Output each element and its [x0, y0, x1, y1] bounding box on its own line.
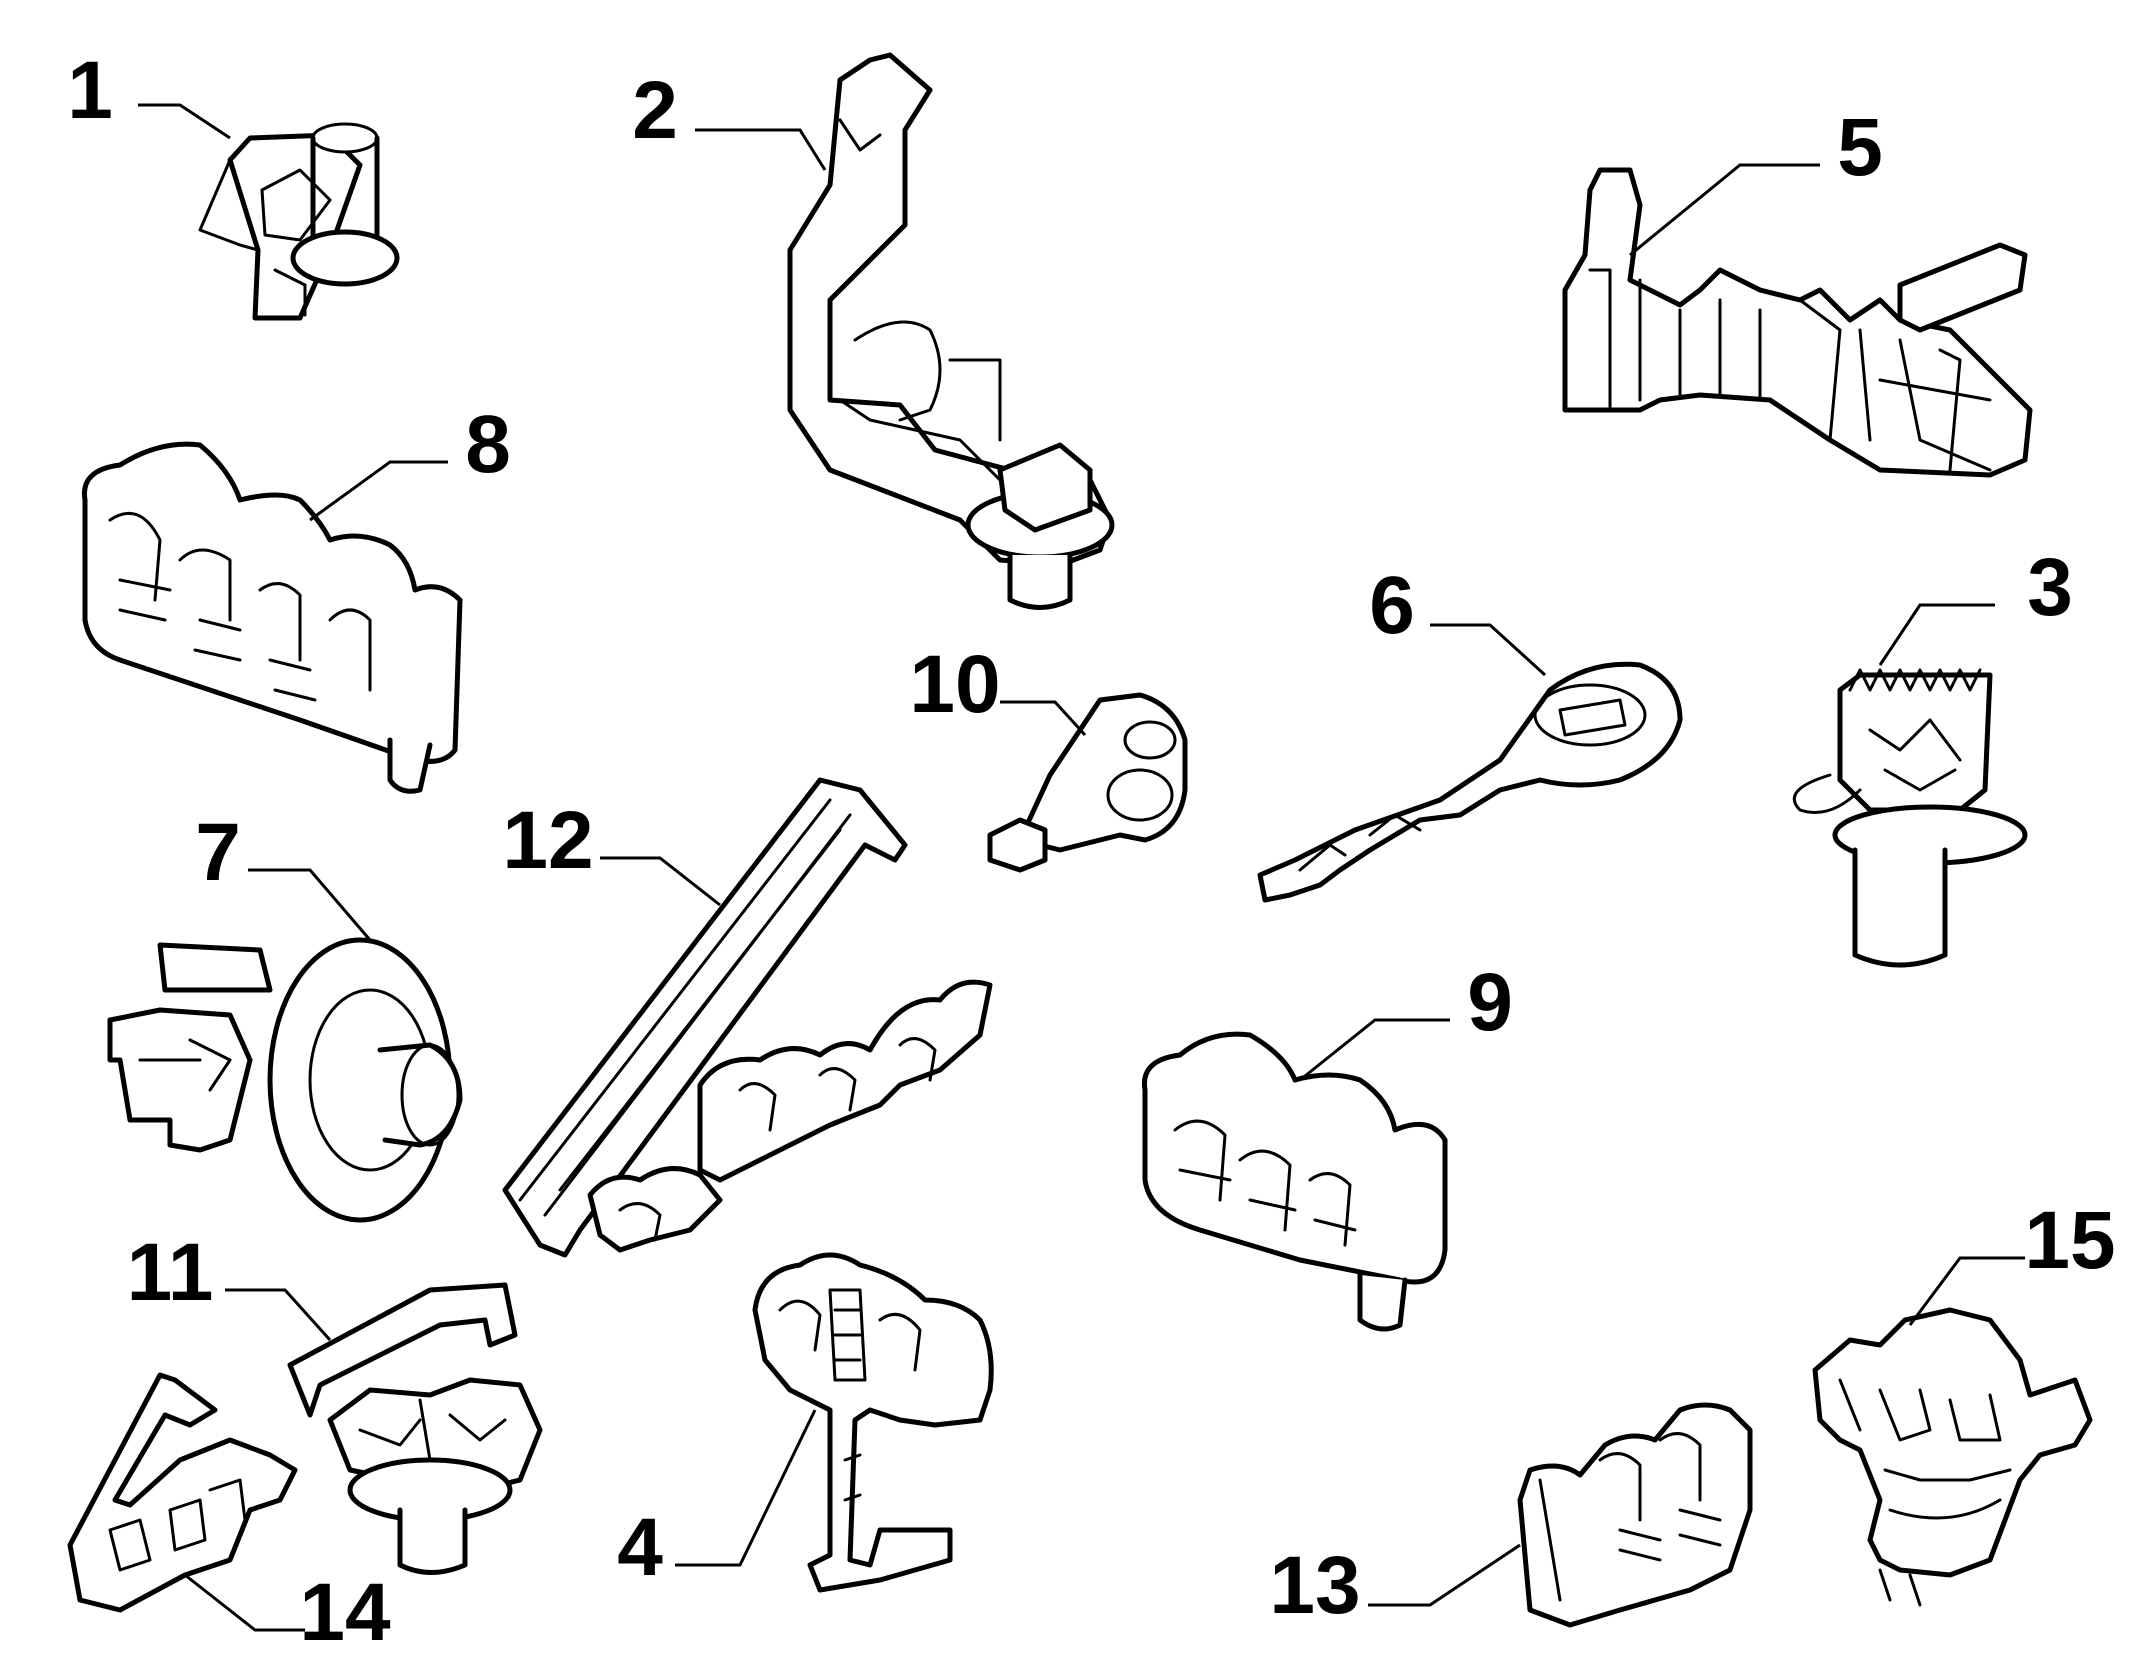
part-15-clip	[1812, 1307, 2093, 1607]
part-10-clip	[987, 692, 1188, 873]
callout-5: 5	[1837, 102, 1883, 193]
leader-6	[1430, 623, 1547, 677]
part-9-block	[1141, 1031, 1448, 1332]
leader-10	[1000, 700, 1087, 737]
leader-5	[1629, 163, 1820, 257]
callout-8: 8	[465, 399, 511, 490]
callout-12: 12	[502, 795, 593, 886]
leader-4	[675, 1409, 817, 1567]
part-12-rack	[502, 777, 993, 1258]
leader-3	[1878, 603, 1995, 666]
leader-2	[695, 128, 827, 171]
part-4-holder	[752, 1252, 994, 1593]
leader-13	[1368, 1543, 1521, 1607]
part-7-disc-clip	[107, 937, 463, 1223]
part-11-clip	[287, 1282, 543, 1575]
leader-7	[248, 868, 372, 941]
leader-15	[1908, 1256, 2025, 1326]
callout-15: 15	[2024, 1195, 2115, 1286]
callout-14: 14	[299, 1567, 391, 1658]
part-14-clip	[67, 1372, 298, 1613]
part-6-strap	[1257, 661, 1683, 903]
callout-9: 9	[1467, 957, 1513, 1048]
part-3-clip	[1792, 668, 2028, 968]
leader-12	[600, 856, 721, 907]
callout-11: 11	[127, 1227, 214, 1318]
callout-3: 3	[2027, 542, 2073, 633]
leader-9	[1299, 1018, 1450, 1082]
part-8-block	[81, 441, 463, 794]
part-13-block	[1517, 1402, 1753, 1628]
leader-8	[309, 460, 448, 522]
part-5-holder	[1562, 167, 2033, 478]
callout-2: 2	[632, 65, 678, 156]
leader-1	[138, 103, 231, 140]
leader-11	[225, 1288, 332, 1342]
callout-7: 7	[195, 807, 241, 898]
callout-10: 10	[909, 639, 1000, 730]
callout-6: 6	[1369, 560, 1415, 651]
part-2-bracket	[787, 52, 1115, 610]
callout-13: 13	[1269, 1540, 1360, 1631]
leader-14	[184, 1573, 305, 1632]
part-1-clip	[198, 122, 400, 321]
callout-1: 1	[67, 45, 113, 136]
callout-4: 4	[617, 1502, 663, 1593]
